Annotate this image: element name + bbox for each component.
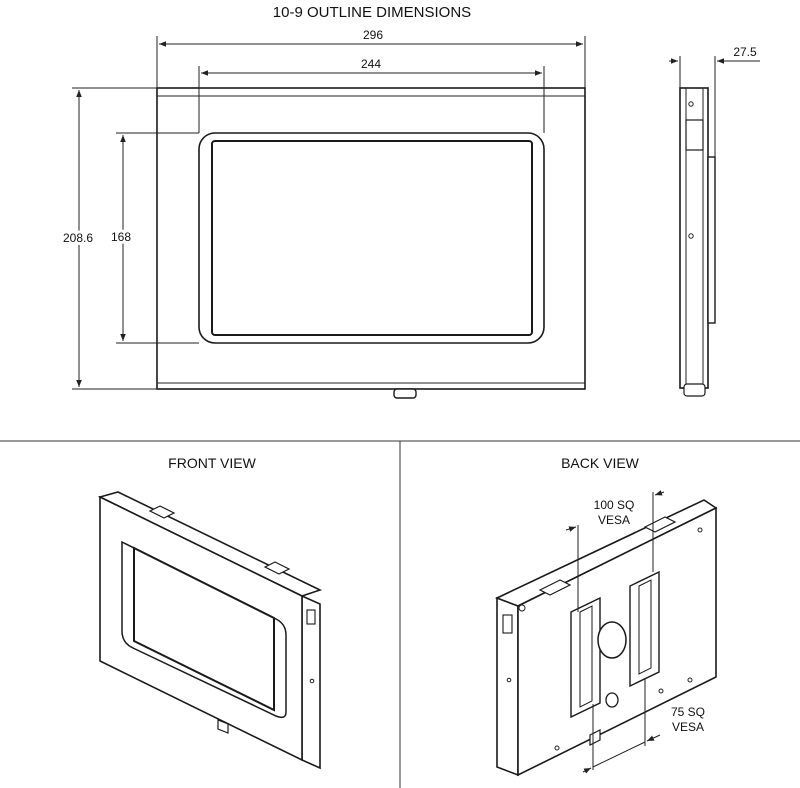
- front-view-drawing: [97, 491, 323, 770]
- dimension-depth-label: 27.5: [733, 45, 757, 59]
- outline-side-drawing: [679, 87, 716, 397]
- drawing-title: 10-9 OUTLINE DIMENSIONS: [273, 4, 471, 21]
- dimension-depth: 27.5: [669, 45, 760, 157]
- dimension-screen-height-label: 168: [111, 230, 131, 244]
- vesa-100-label-line2: VESA: [598, 513, 630, 527]
- vesa-75-label-line2: VESA: [672, 720, 704, 734]
- vesa-100-callout: 100 SQ VESA: [565, 490, 665, 612]
- dimension-overall-width: 296: [156, 28, 586, 88]
- dimension-screen-height: 168: [108, 132, 199, 344]
- front-view-title: FRONT VIEW: [168, 455, 256, 471]
- lock-nub: [393, 388, 417, 399]
- dimension-screen-width: 244: [198, 57, 545, 133]
- dimension-screen-width-label: 244: [361, 57, 381, 71]
- dimension-overall-height: 208.6: [60, 87, 157, 390]
- dimension-overall-height-label: 208.6: [63, 231, 93, 245]
- vesa-75-callout: 75 SQ VESA: [582, 679, 705, 774]
- outline-front-drawing: [156, 87, 586, 399]
- back-view-drawing: [494, 499, 718, 777]
- vesa-75-label-line1: 75 SQ: [671, 705, 705, 719]
- vesa-100-label-line1: 100 SQ: [594, 498, 635, 512]
- dimension-overall-width-label: 296: [363, 28, 383, 42]
- back-view-title: BACK VIEW: [561, 455, 640, 471]
